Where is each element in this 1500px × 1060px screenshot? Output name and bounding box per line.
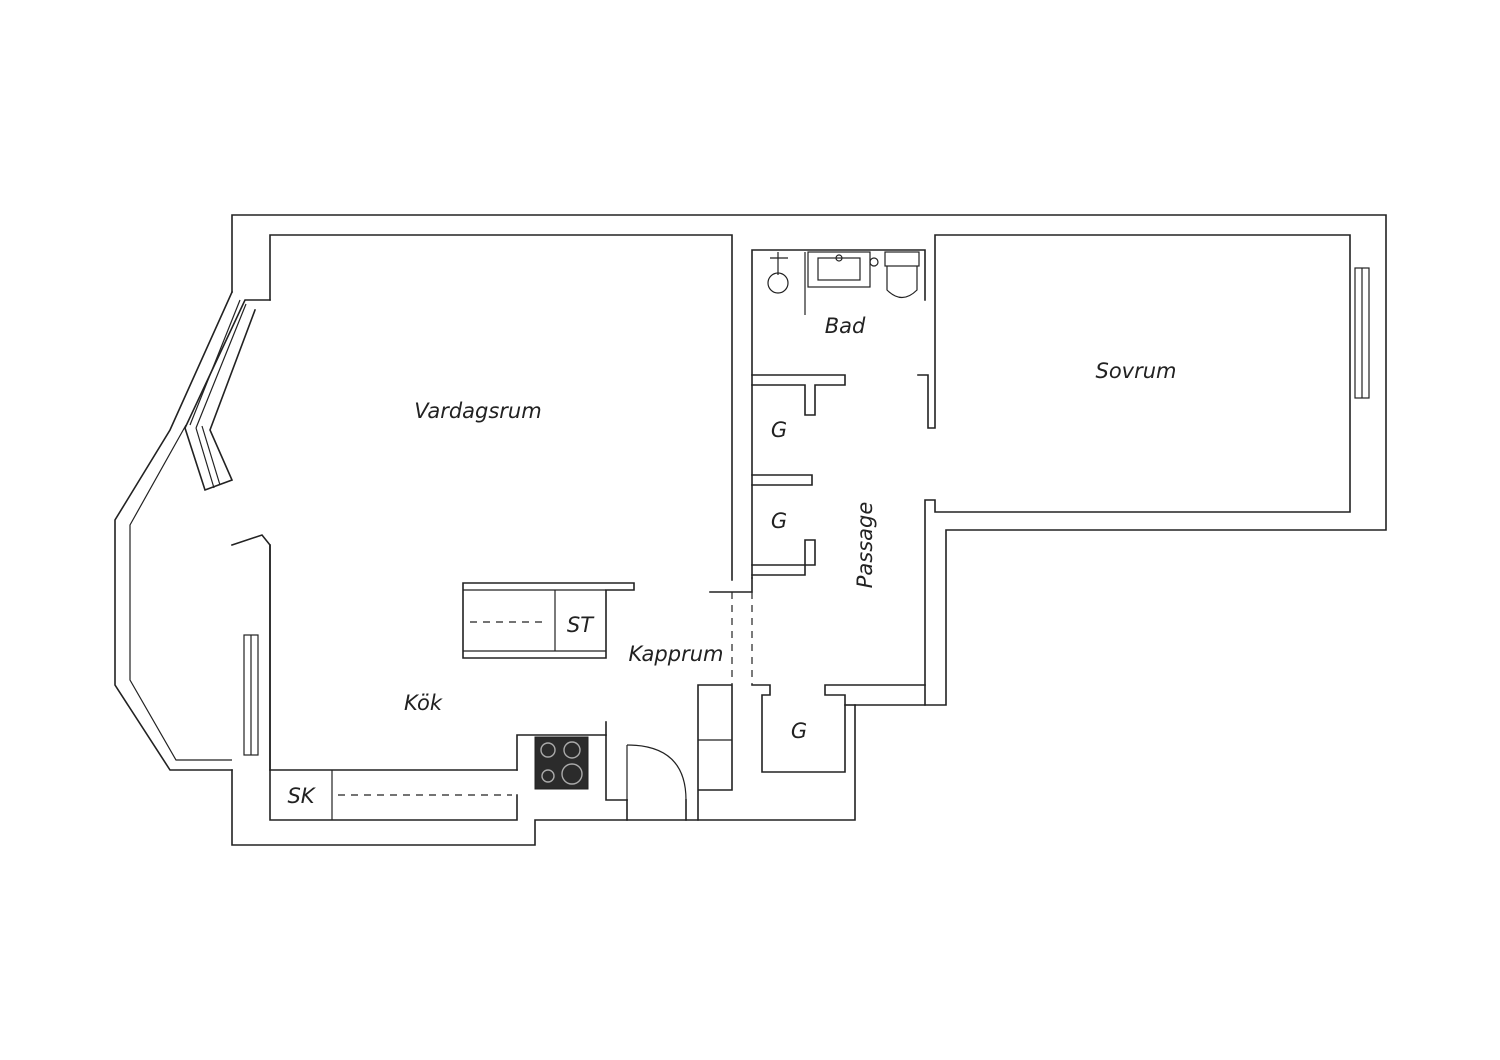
label-vardagsrum: Vardagsrum — [414, 399, 541, 423]
label-garderob-3: G — [791, 719, 807, 743]
label-sovrum: Sovrum — [1095, 359, 1176, 383]
label-sk: SK — [287, 784, 316, 808]
window-lower-left — [243, 634, 259, 756]
kitchen-counter — [331, 770, 512, 820]
toilet-icon — [869, 251, 920, 299]
inner-walls — [184, 234, 1370, 821]
window-upper-left — [189, 299, 247, 489]
label-kok: Kök — [404, 691, 443, 715]
label-garderob-2: G — [771, 509, 787, 533]
label-st: ST — [567, 613, 595, 637]
sink-icon — [807, 251, 871, 288]
label-kapprum: Kapprum — [629, 642, 724, 666]
bathroom-fixtures — [767, 251, 920, 315]
room-labels: Vardagsrum Bad Sovrum Passage Kapprum Kö… — [287, 314, 1176, 808]
window-right — [1354, 267, 1370, 399]
label-bad: Bad — [825, 314, 866, 338]
label-passage: Passage — [853, 502, 877, 589]
stove-icon — [534, 736, 589, 790]
outer-walls — [114, 214, 1387, 846]
entrance-door-swing — [626, 744, 687, 801]
kitchen-island — [462, 582, 635, 659]
label-garderob-1: G — [771, 418, 787, 442]
kitchen-fixtures — [331, 582, 635, 820]
shower-icon — [767, 252, 806, 315]
